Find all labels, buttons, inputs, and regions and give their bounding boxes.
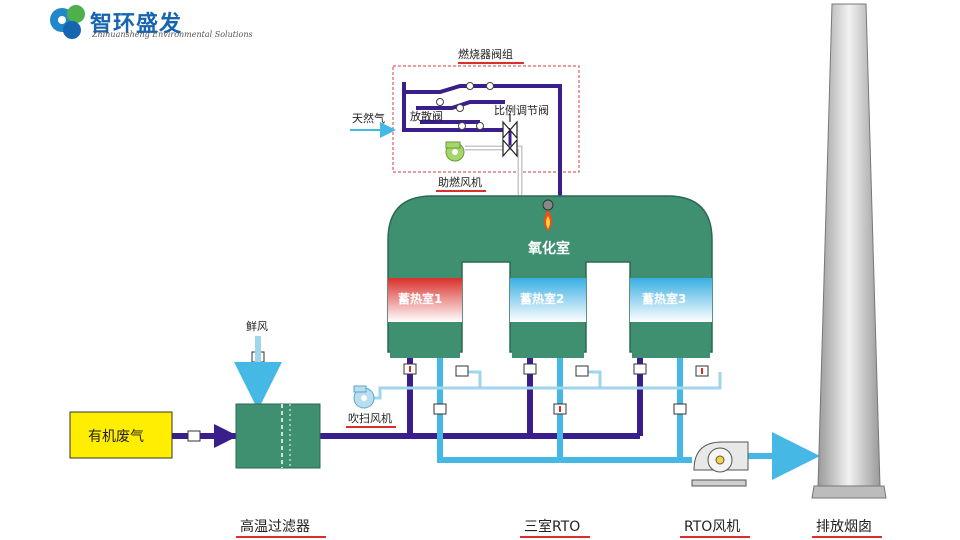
proportional-valve-icon <box>502 114 518 158</box>
rto-fan-label: RTO风机 <box>684 519 741 535</box>
burner-valve-group-box <box>392 65 580 173</box>
purge-pipe <box>360 370 722 400</box>
purge-fan-label: 吹扫风机 <box>348 412 392 425</box>
purge-fan-icon <box>353 385 375 409</box>
logo-tagline: Zhihuansheng Environmental Solutions <box>92 30 253 39</box>
organic-waste-gas-label: 有机废气 <box>88 429 144 445</box>
exhaust-stack-label: 排放烟囱 <box>816 519 872 535</box>
regen-chamber-3 <box>630 278 712 322</box>
vent-valve-label: 放散阀 <box>410 110 443 123</box>
regen-chamber-3-label: 蓄热室3 <box>642 292 687 306</box>
natural-gas-label: 天然气 <box>352 112 385 125</box>
three-chamber-rto-label: 三室RTO <box>524 519 581 535</box>
exhaust-stack <box>817 3 881 487</box>
rto-fan-icon <box>691 441 749 487</box>
regen-chamber-1-label: 蓄热室1 <box>398 292 443 306</box>
burner-gas-lines <box>402 82 562 202</box>
flame-icon <box>542 199 554 232</box>
valve-icon <box>436 82 494 130</box>
logo-icon <box>50 5 85 39</box>
high-temp-filter <box>235 403 321 469</box>
fresh-air-label: 鲜风 <box>246 320 268 333</box>
combustion-fan-label: 助燃风机 <box>438 176 482 189</box>
regen-chamber-2 <box>510 278 586 322</box>
regen-chamber-2-label: 蓄热室2 <box>520 292 565 306</box>
regen-chamber-1 <box>388 278 462 322</box>
organic-waste-gas-box <box>69 411 173 459</box>
oxidation-chamber-label: 氧化室 <box>528 241 570 257</box>
combustion-fan-icon <box>445 141 465 162</box>
logo-name: 智环盛发 <box>90 12 183 37</box>
high-temp-filter-label: 高温过滤器 <box>240 519 310 535</box>
burner-valve-group-label: 燃烧器阀组 <box>458 48 513 61</box>
proportional-valve-label: 比例调节阀 <box>494 104 549 117</box>
